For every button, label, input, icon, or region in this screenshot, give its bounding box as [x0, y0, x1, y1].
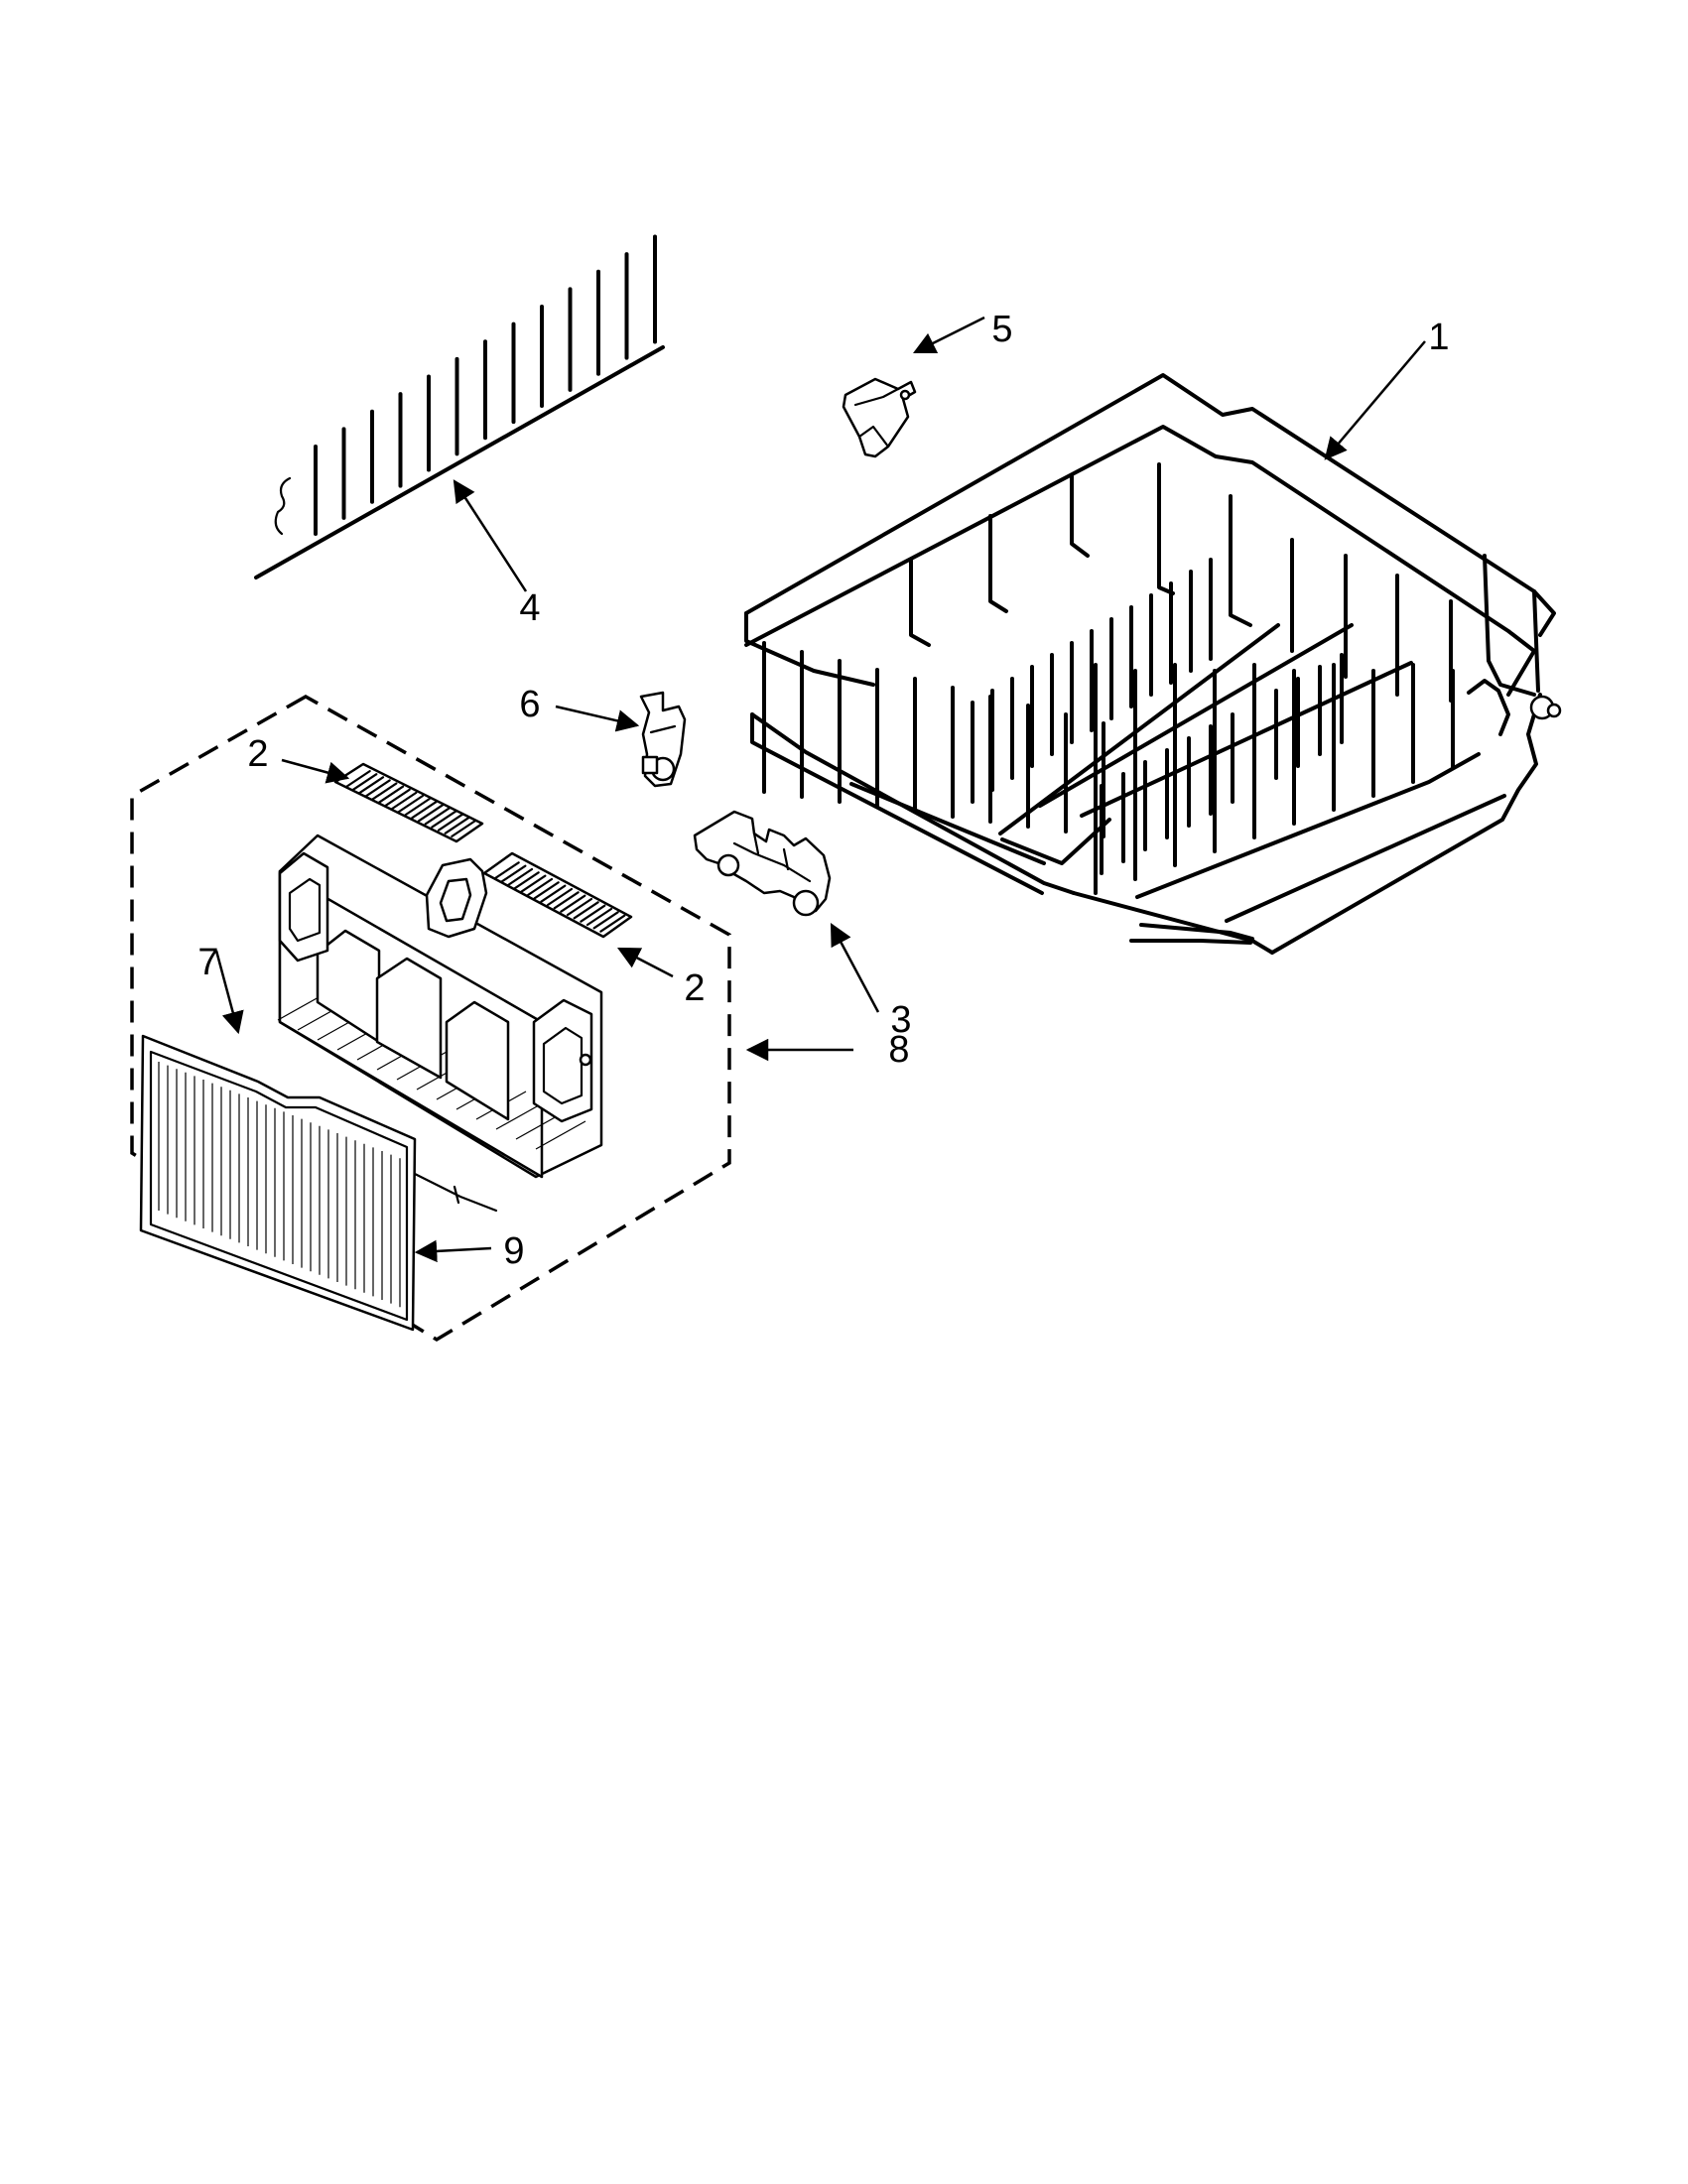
basket-cover-icon [139, 1034, 417, 1332]
callout-2: 2 [247, 733, 268, 775]
lower-dish-rack-icon [744, 373, 1562, 955]
assembly-boundary [130, 694, 731, 1343]
leader-lines [214, 316, 1426, 1263]
basket-lid-icon [482, 851, 633, 939]
tine-row-icon [254, 234, 665, 579]
rack-bumper-icon [842, 377, 917, 458]
callout-4: 4 [519, 587, 540, 629]
callout-7: 7 [197, 942, 218, 983]
rack-wheel-icon [639, 691, 687, 788]
callout-9: 9 [503, 1230, 524, 1272]
basket-lid-icon [333, 762, 484, 843]
silverware-basket-icon [277, 834, 603, 1179]
callout-6: 6 [519, 684, 540, 725]
callout-2: 2 [684, 967, 705, 1009]
callout-5: 5 [991, 309, 1012, 350]
callout-1: 1 [1428, 317, 1449, 358]
callout-8: 8 [888, 1029, 909, 1071]
rack-wheel-clip-icon [693, 810, 832, 917]
callout-3: 3 [890, 999, 911, 1041]
